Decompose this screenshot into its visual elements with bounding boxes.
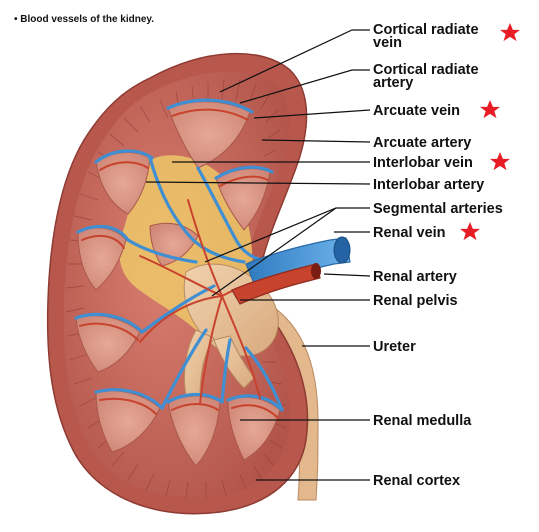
leader-interlobar-artery	[145, 181, 371, 185]
label-arcuate-artery: Arcuate artery	[373, 135, 471, 151]
renal-vein-opening	[333, 236, 351, 264]
figure-caption: • Blood vessels of the kidney.	[14, 14, 154, 25]
pyramid	[227, 396, 281, 461]
star-markers	[460, 23, 520, 241]
leader-renal-artery	[323, 273, 371, 277]
label-renal-medulla: Renal medulla	[373, 413, 472, 429]
label-arcuate-vein: Arcuate vein	[373, 103, 460, 119]
star-icon	[480, 100, 500, 119]
star-icon	[460, 222, 480, 241]
label-cortical-radiate-artery: Cortical radiate artery	[373, 62, 483, 91]
label-ureter: Ureter	[373, 339, 416, 355]
label-renal-artery: Renal artery	[373, 269, 457, 285]
label-segmental-arteries: Segmental arteries	[373, 201, 503, 217]
leader-lines	[145, 29, 371, 481]
leader-arcuate-vein	[253, 109, 371, 119]
label-interlobar-vein: Interlobar vein	[373, 155, 473, 171]
label-renal-pelvis: Renal pelvis	[373, 293, 458, 309]
renal-artery-opening	[311, 263, 321, 279]
leader-segmental-arteries-2	[211, 207, 337, 297]
star-icon	[500, 23, 520, 42]
renal-artery-trunk	[231, 263, 321, 305]
label-group: Cortical radiate vein Cortical radiate a…	[373, 22, 503, 489]
vein-network	[74, 98, 284, 412]
label-interlobar-artery: Interlobar artery	[373, 177, 484, 193]
star-icon	[490, 152, 510, 171]
leader-cortical-radiate-artery	[239, 69, 370, 104]
label-renal-vein: Renal vein	[373, 225, 446, 241]
leader-arcuate-artery	[261, 139, 371, 143]
pyramid	[77, 227, 127, 291]
label-cortical-radiate-vein: Cortical radiate vein	[373, 22, 483, 51]
label-renal-cortex: Renal cortex	[373, 473, 460, 489]
leader-cortical-radiate-vein	[219, 29, 370, 93]
